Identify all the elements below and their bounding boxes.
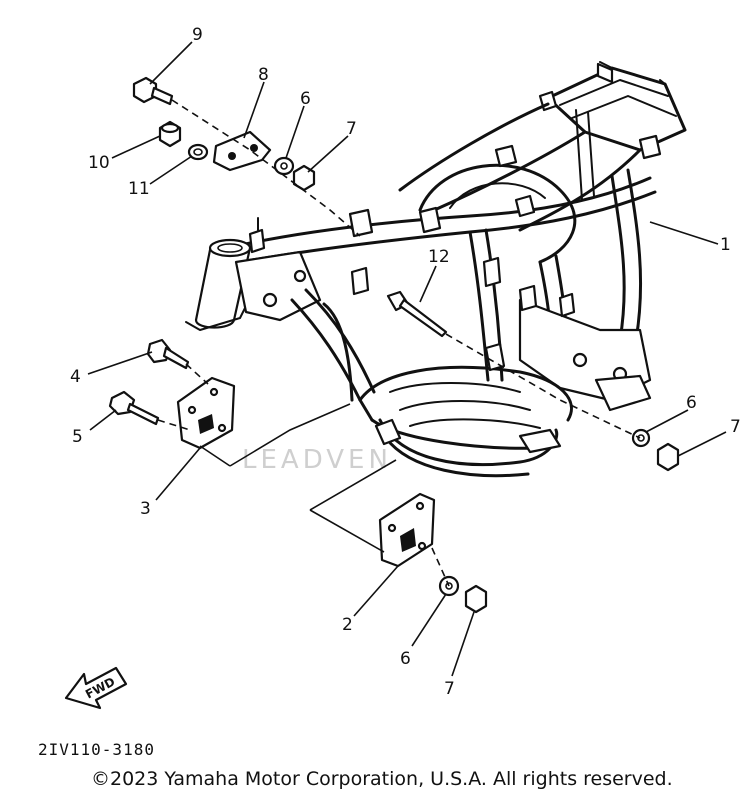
copyright-notice: ©2023 Yamaha Motor Corporation, U.S.A. A… — [91, 768, 673, 790]
callout-7-top: 7 — [346, 119, 357, 139]
callout-8: 8 — [258, 65, 269, 85]
callout-6-top: 6 — [300, 89, 311, 109]
plate-3 — [176, 376, 236, 450]
callout-7-right: 7 — [730, 417, 741, 437]
plate-2 — [378, 492, 436, 568]
watermark-text: LEADVEN — [242, 445, 392, 475]
nut-10 — [158, 120, 182, 148]
callout-10: 10 — [88, 153, 110, 173]
bolt-4 — [146, 338, 190, 370]
callout-11: 11 — [128, 179, 150, 199]
callout-4: 4 — [70, 367, 81, 387]
callout-7-bottom: 7 — [444, 679, 455, 699]
callout-2: 2 — [342, 615, 353, 635]
washer-6-right — [631, 428, 651, 448]
callout-3: 3 — [140, 499, 151, 519]
collar-11 — [187, 143, 209, 161]
callout-labels: 9 8 6 7 10 11 1 12 4 5 3 2 6 7 6 7 — [70, 25, 741, 699]
bolt-5 — [108, 390, 160, 426]
nut-7-right — [656, 442, 680, 472]
assembly-lines — [157, 99, 641, 587]
callout-6-bottom: 6 — [400, 649, 411, 669]
nut-7-bottom — [464, 584, 488, 614]
callout-1: 1 — [720, 235, 731, 255]
callout-5: 5 — [72, 427, 83, 447]
callout-6-right: 6 — [686, 393, 697, 413]
callout-12: 12 — [428, 247, 450, 267]
callout-9: 9 — [192, 25, 203, 45]
leader-lines — [87, 41, 727, 677]
diagram-code: 2IV110-3180 — [38, 740, 155, 759]
bolt-12 — [386, 290, 448, 338]
bracket-8 — [212, 130, 272, 172]
fwd-arrow-icon: FWD — [64, 666, 128, 710]
washer-6-top — [273, 156, 295, 176]
